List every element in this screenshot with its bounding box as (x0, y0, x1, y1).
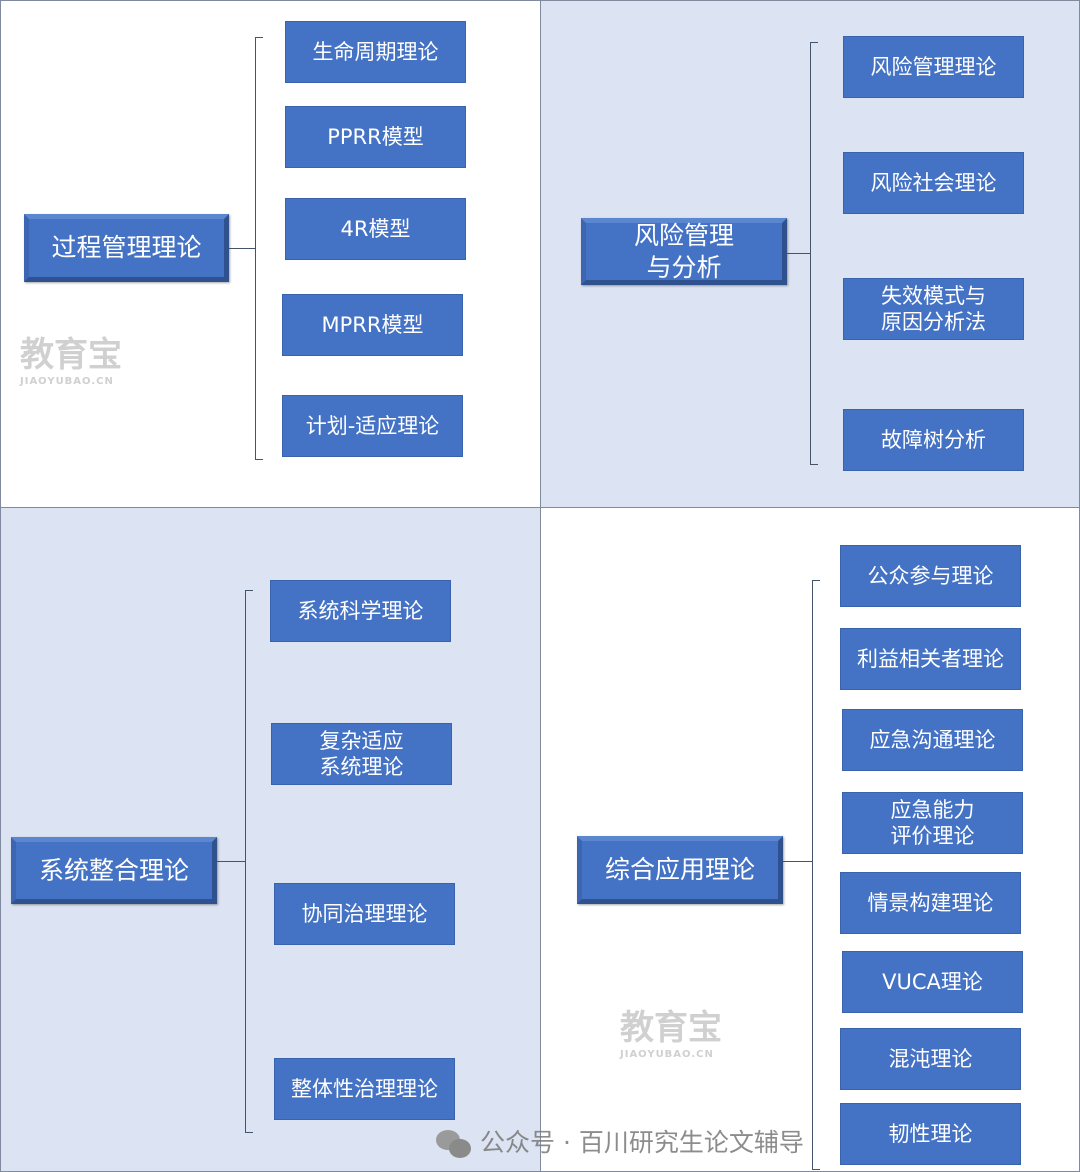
theory-box: 系统科学理论 (270, 580, 451, 642)
theory-box: 生命周期理论 (285, 21, 466, 83)
watermark-logo-text: 教育宝 (20, 335, 122, 375)
theory-box: PPRR模型 (285, 106, 466, 168)
wechat-icon (436, 1130, 472, 1158)
category-box: 过程管理理论 (24, 214, 229, 282)
theory-box: MPRR模型 (282, 294, 463, 356)
theory-box: 风险管理理论 (843, 36, 1024, 98)
theory-box: 应急沟通理论 (842, 709, 1023, 771)
bracket (245, 590, 253, 1133)
theory-box: 失效模式与 原因分析法 (843, 278, 1024, 340)
theory-box: 韧性理论 (840, 1103, 1021, 1165)
theory-box: 应急能力 评价理论 (842, 792, 1023, 854)
theory-box: 4R模型 (285, 198, 466, 260)
bracket (810, 42, 818, 465)
footer-text: 公众号 · 百川研究生论文辅导 (480, 1128, 804, 1157)
theory-box: 故障树分析 (843, 409, 1024, 471)
connector-line (787, 253, 810, 254)
category-box: 系统整合理论 (11, 837, 217, 904)
bracket (812, 580, 820, 1170)
theory-box: 复杂适应 系统理论 (271, 723, 452, 785)
theory-box: 公众参与理论 (840, 545, 1021, 607)
bracket (255, 37, 263, 460)
watermark-domain: JIAOYUBAO.CN (20, 376, 114, 387)
connector-line (229, 248, 255, 249)
theory-box: 整体性治理理论 (274, 1058, 455, 1120)
theory-box: 混沌理论 (840, 1028, 1021, 1090)
theory-box: 计划-适应理论 (282, 395, 463, 457)
footer-caption: 公众号 · 百川研究生论文辅导 (436, 1128, 804, 1158)
connector-line (783, 861, 812, 862)
watermark-logo-text: 教育宝 (620, 1008, 722, 1048)
category-box: 风险管理 与分析 (581, 218, 787, 285)
theory-box: 情景构建理论 (840, 872, 1021, 934)
theory-box: VUCA理论 (842, 951, 1023, 1013)
category-box: 综合应用理论 (577, 836, 783, 904)
theory-box: 风险社会理论 (843, 152, 1024, 214)
connector-line (217, 861, 245, 862)
theory-box: 协同治理理论 (274, 883, 455, 945)
watermark-domain: JIAOYUBAO.CN (620, 1049, 714, 1060)
theory-box: 利益相关者理论 (840, 628, 1021, 690)
